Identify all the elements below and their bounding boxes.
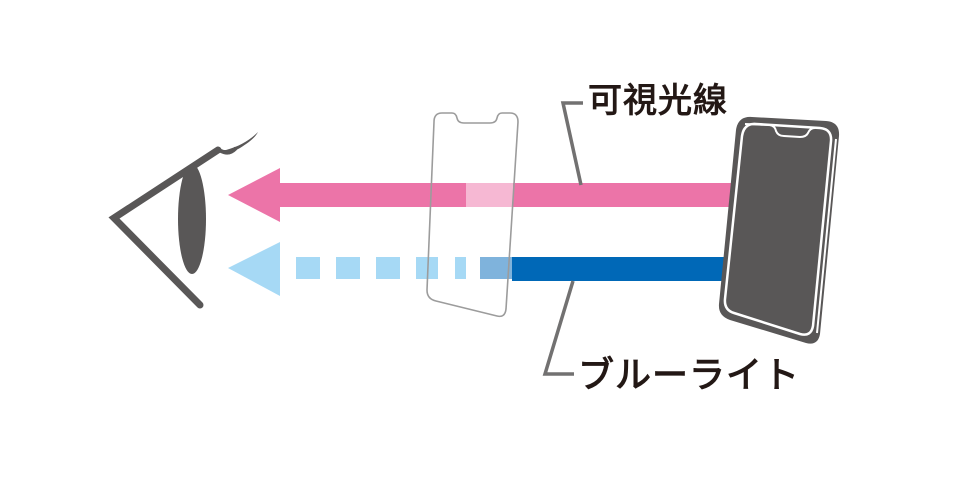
eye-icon	[108, 132, 258, 309]
film-icon	[426, 112, 519, 318]
blue-light-label: ブルーライト	[578, 355, 801, 396]
leader-line-visible	[560, 101, 583, 186]
visible-light-arrow	[228, 168, 742, 222]
blue-light-arrow	[228, 242, 742, 296]
leader-line-blue	[542, 280, 575, 376]
visible-light-label: 可視光線	[588, 81, 728, 121]
phone-icon	[718, 116, 840, 344]
